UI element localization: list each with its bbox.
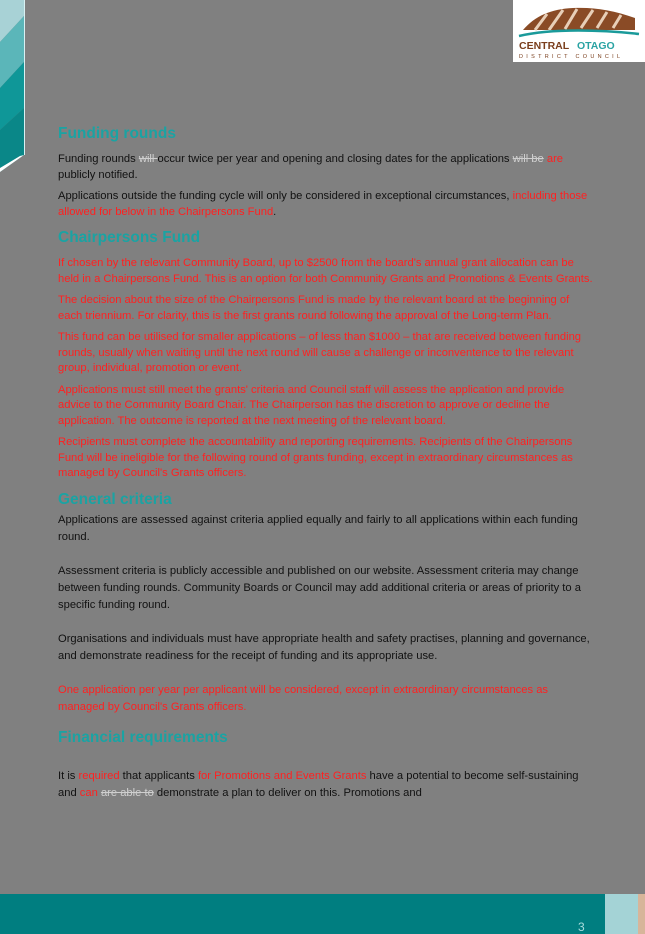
heading-funding-rounds: Funding rounds (58, 125, 176, 142)
inserted-text: for Promotions and Events Grants (197, 769, 367, 782)
deleted-text: will (138, 153, 158, 165)
logo-text-central: CENTRAL (519, 40, 570, 52)
deleted-text: are able to (100, 786, 154, 799)
paragraph-chairpersons-5: Recipients must complete the accountabil… (58, 436, 573, 479)
heading-general-criteria: General criteria (58, 490, 172, 508)
council-logo: CENTRAL OTAGO DISTRICT COUNCIL (513, 0, 645, 62)
document-body: Funding rounds Funding rounds will occur… (58, 118, 593, 802)
paragraph-chairpersons-2: The decision about the size of the Chair… (58, 294, 570, 322)
page-number: 3 (578, 920, 585, 934)
footer-band (0, 894, 605, 934)
paragraph-funding-rounds-2: Applications outside the funding cycle w… (58, 190, 588, 218)
decorative-side-band (0, 0, 25, 172)
paragraph-general-4: One application per year per applicant w… (58, 683, 549, 713)
paragraph-financial-1: It is required that applicants for Promo… (58, 769, 579, 799)
inserted-text: required (78, 769, 120, 782)
footer-accent-tan (638, 894, 645, 934)
mountain-logo-icon: CENTRAL OTAGO DISTRICT COUNCIL (518, 7, 640, 60)
paragraph-general-3: Organisations and individuals must have … (58, 632, 590, 662)
inserted-text: including those allowed for below in the… (58, 190, 588, 218)
footer-accent-light (605, 894, 638, 934)
paragraph-chairpersons-3: This fund can be utilised for smaller ap… (58, 331, 582, 374)
inserted-text: can (79, 786, 98, 799)
logo-text-district-council: DISTRICT COUNCIL (519, 54, 623, 60)
paragraph-chairpersons-4: Applications must still meet the grants'… (58, 383, 565, 427)
deleted-text: will be (512, 153, 544, 165)
paragraph-chairpersons-1: If chosen by the relevant Community Boar… (58, 257, 593, 285)
inserted-text: are (546, 153, 564, 165)
paragraph-funding-rounds-1: Funding rounds will occur twice per year… (58, 153, 564, 181)
heading-financial-requirements: Financial requirements (58, 728, 228, 746)
paragraph-general-2: Assessment criteria is publicly accessib… (58, 564, 581, 611)
paragraph-general-1: Applications are assessed against criter… (58, 513, 578, 543)
heading-chairpersons-fund: Chairpersons Fund (58, 229, 201, 246)
logo-text-otago: OTAGO (577, 40, 615, 52)
